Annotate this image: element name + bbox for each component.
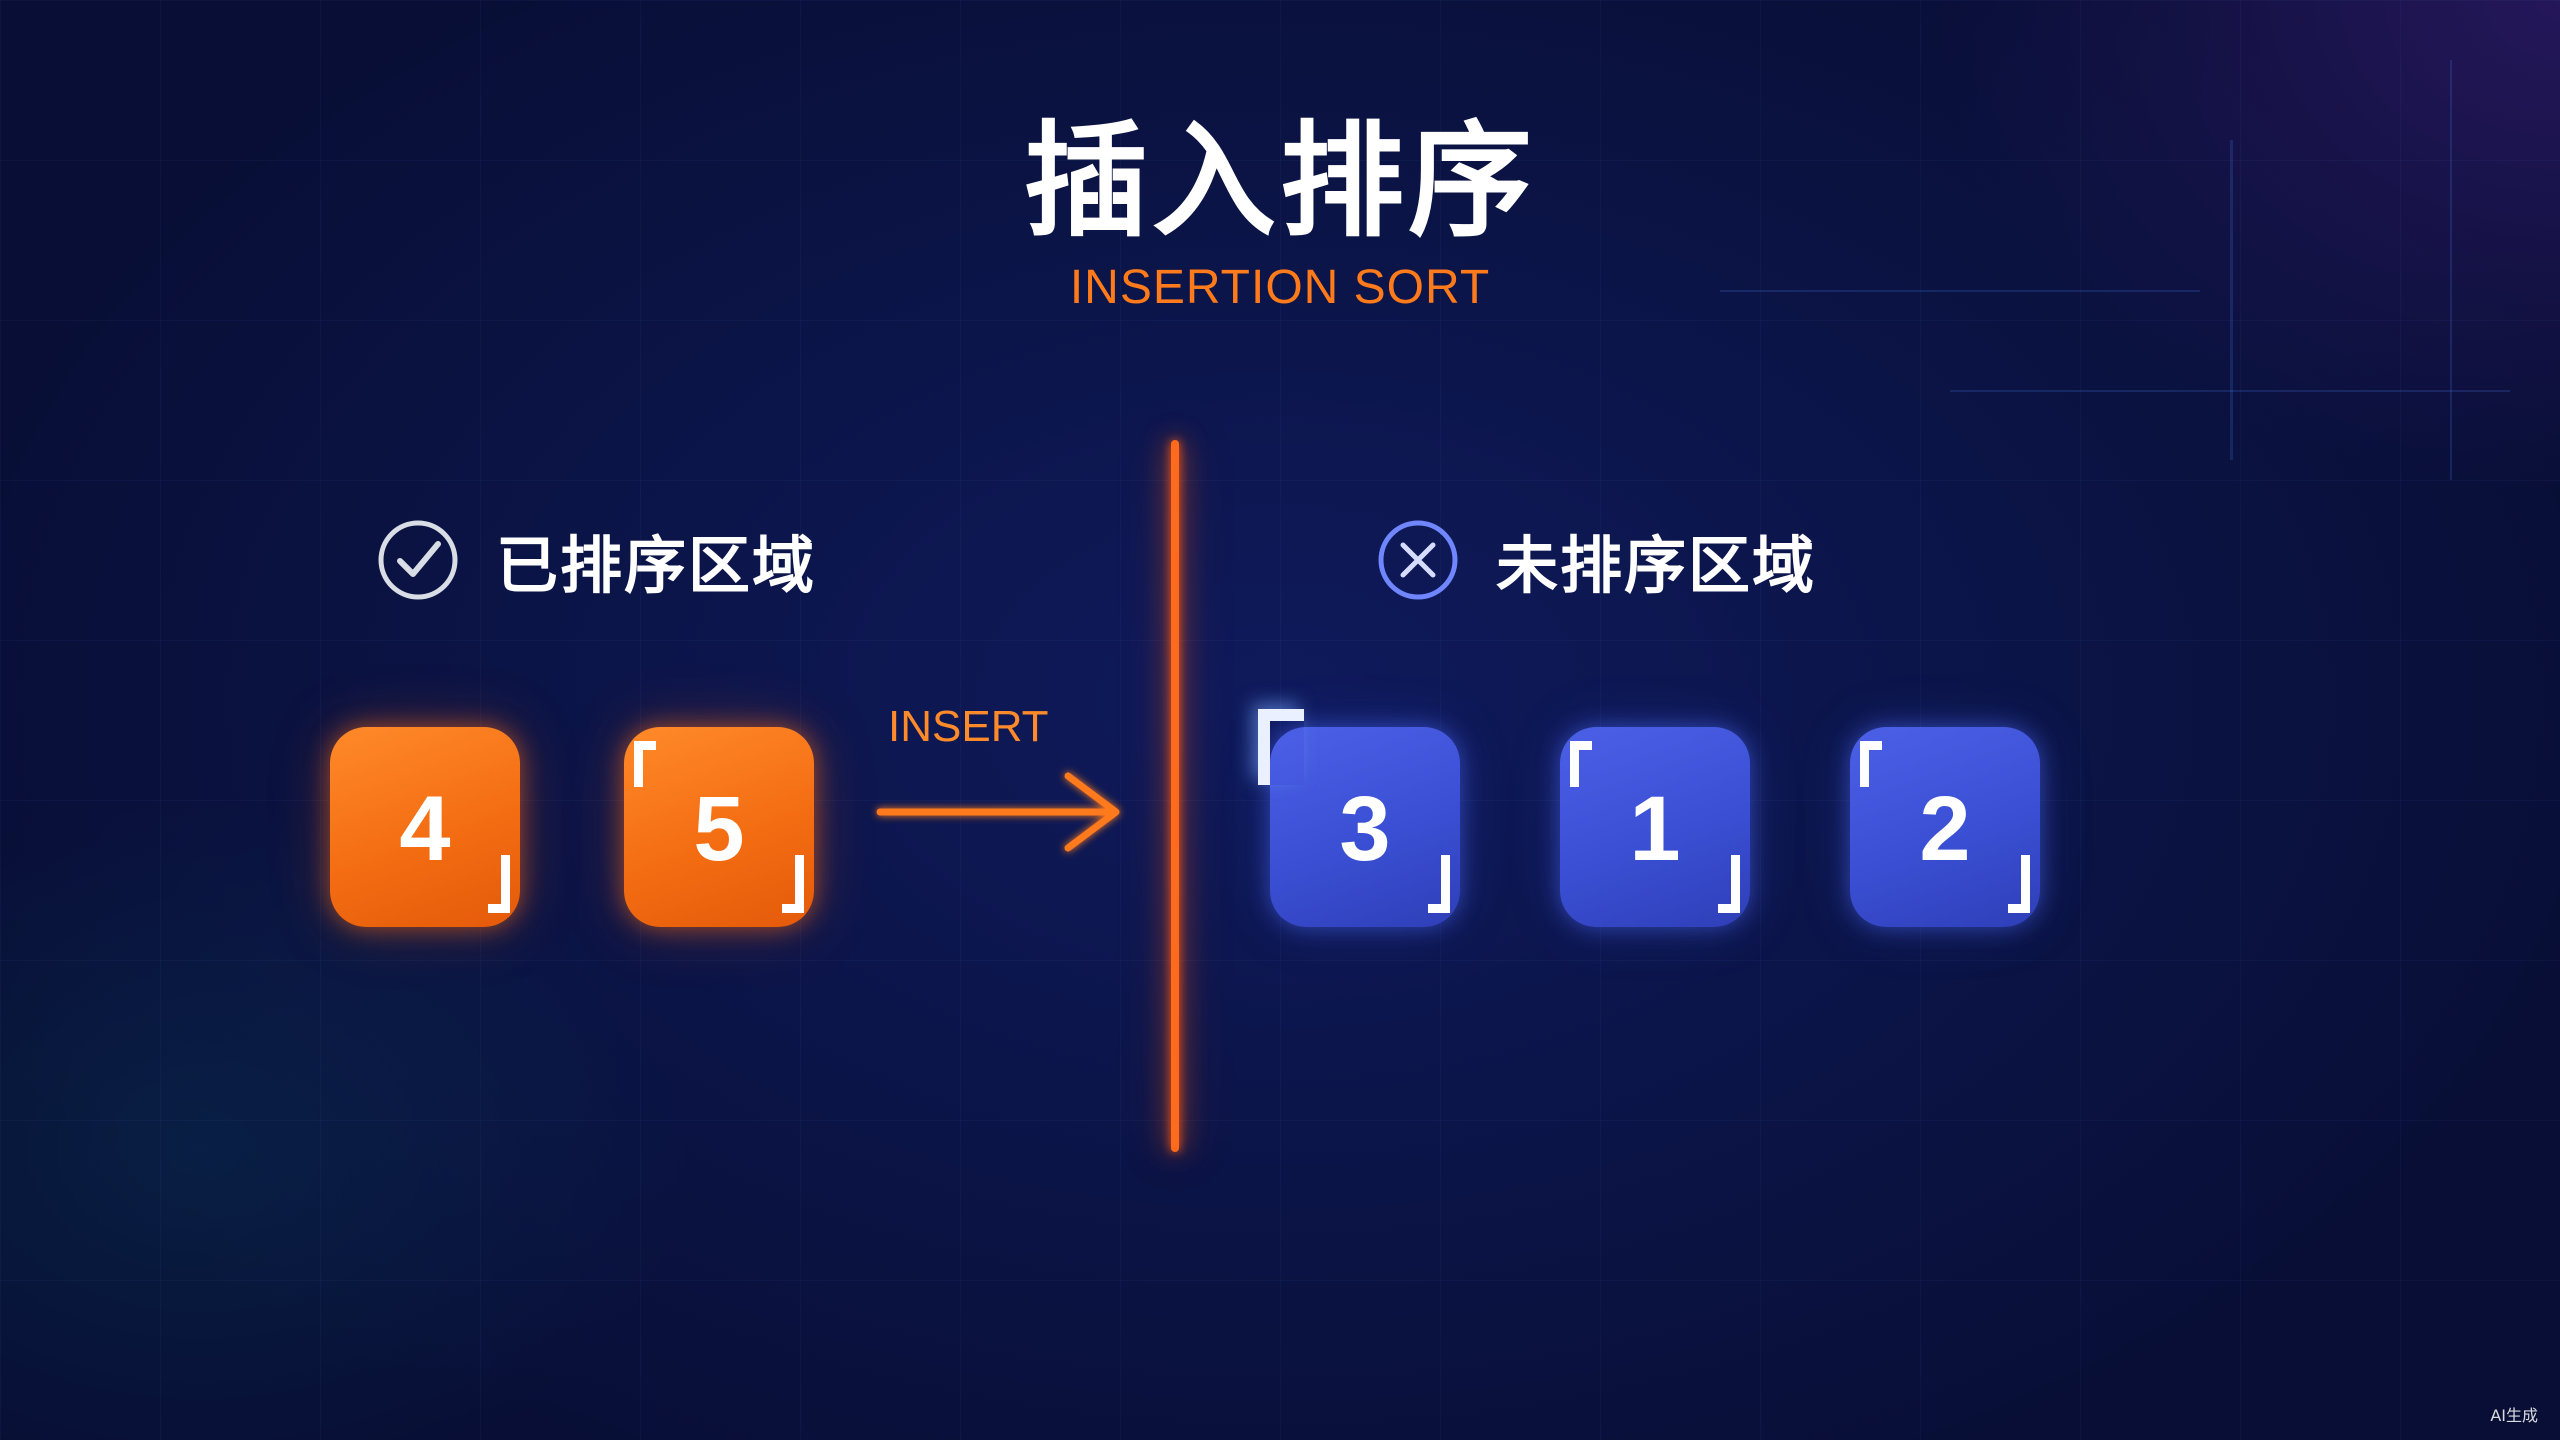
insert-arrow-icon bbox=[876, 772, 1120, 852]
tile-value: 3 bbox=[1339, 777, 1391, 880]
unsorted-tile: 1 bbox=[1560, 727, 1750, 927]
bracket-corner bbox=[488, 855, 510, 913]
unsorted-tile: 2 bbox=[1850, 727, 2040, 927]
bracket-corner bbox=[1570, 741, 1592, 787]
page-subtitle: INSERTION SORT bbox=[1069, 261, 1491, 314]
page-title: 插入排序 bbox=[1023, 110, 1536, 254]
bracket-corner bbox=[634, 741, 656, 787]
bracket-corner bbox=[1860, 741, 1882, 787]
unsorted-zone-label: 未排序区域 bbox=[1376, 510, 1816, 610]
bracket-corner bbox=[1718, 855, 1740, 913]
bracket-corner bbox=[782, 855, 804, 913]
tile-value: 5 bbox=[693, 777, 745, 880]
bracket-corner bbox=[1428, 855, 1450, 913]
background-streak bbox=[2450, 60, 2452, 480]
background-streak bbox=[2230, 140, 2233, 460]
sorted-unsorted-divider bbox=[1171, 440, 1179, 1152]
background-streak bbox=[1720, 290, 2200, 292]
highlight-bracket-corner bbox=[1258, 709, 1304, 785]
insert-label: INSERT bbox=[888, 702, 1049, 751]
sorted-tile: 4 bbox=[330, 727, 520, 927]
x-circle-icon bbox=[1378, 520, 1458, 600]
bracket-corner bbox=[2008, 855, 2030, 913]
ai-generated-watermark: AI生成 bbox=[2490, 1406, 2538, 1425]
sorted-zone-label: 已排序区域 bbox=[376, 510, 816, 610]
sorted-tile: 5 bbox=[624, 727, 814, 927]
tile-value: 2 bbox=[1919, 777, 1971, 880]
unsorted-tile-current: 3 bbox=[1258, 709, 1460, 927]
tile-value: 1 bbox=[1629, 777, 1681, 880]
check-circle-icon bbox=[378, 520, 458, 600]
sorted-zone-text: 已排序区域 bbox=[496, 529, 817, 602]
background-streak bbox=[1950, 390, 2510, 392]
unsorted-zone-text: 未排序区域 bbox=[1496, 529, 1817, 602]
tile-value: 4 bbox=[399, 777, 451, 880]
